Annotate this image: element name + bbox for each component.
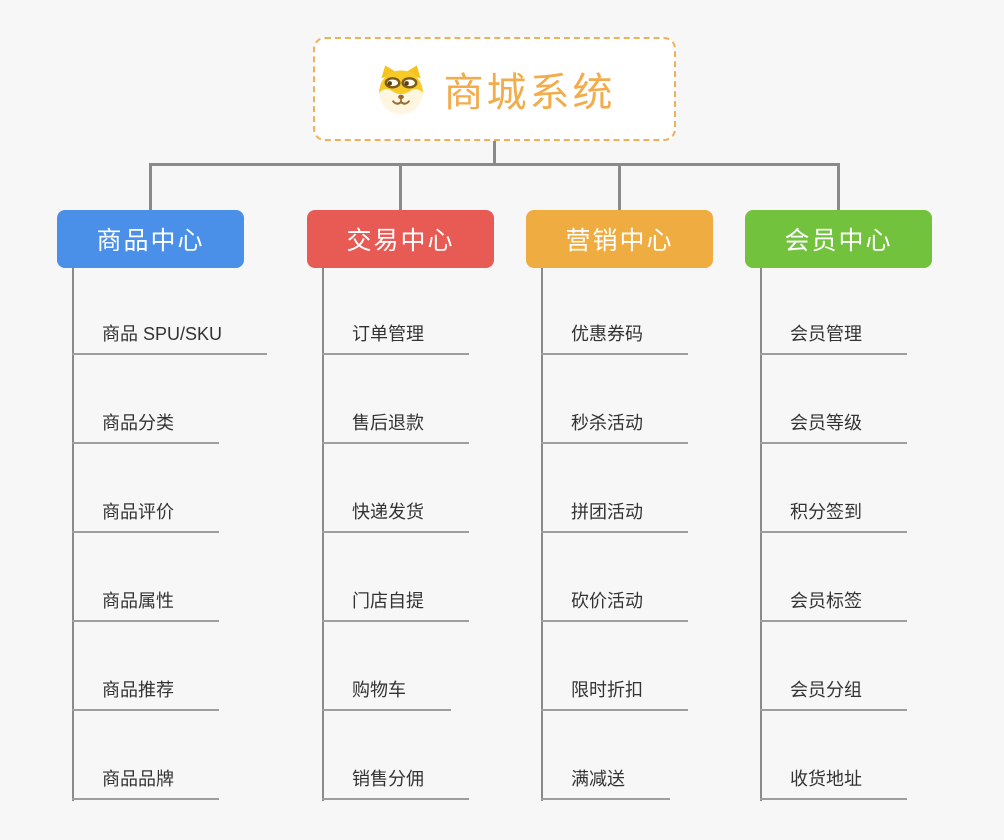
leaf-label: 拼团活动 (541, 498, 688, 533)
connector-trunk-member (760, 268, 762, 801)
leaf-node[interactable]: 拼团活动 (541, 444, 786, 533)
leaf-node[interactable]: 门店自提 (322, 533, 567, 622)
leaf-label: 快递发货 (322, 498, 469, 533)
leaf-label: 积分签到 (760, 498, 907, 533)
leaf-node[interactable]: 积分签到 (760, 444, 1004, 533)
leaf-label: 满减送 (541, 765, 670, 800)
branch-box-marketing-center[interactable]: 营销中心 (526, 210, 713, 268)
connector-trunk-marketing (541, 268, 543, 801)
branch-label: 交易中心 (346, 227, 455, 255)
leaf-node[interactable]: 快递发货 (322, 444, 567, 533)
leaf-node[interactable]: 商品属性 (72, 533, 317, 622)
leaf-label: 商品品牌 (72, 765, 219, 800)
branch-box-member-center[interactable]: 会员中心 (745, 210, 932, 268)
connector-drop-product (149, 163, 152, 210)
leaf-node[interactable]: 砍价活动 (541, 533, 786, 622)
connector-drop-member (837, 163, 840, 210)
leaf-label: 秒杀活动 (541, 409, 688, 444)
leaf-node[interactable]: 会员管理 (760, 266, 1004, 355)
leaf-node[interactable]: 商品品牌 (72, 711, 317, 800)
branch-box-trade-center[interactable]: 交易中心 (307, 210, 494, 268)
leaf-node[interactable]: 满减送 (541, 711, 786, 800)
leaf-label: 会员管理 (760, 320, 907, 355)
connector-bus (149, 163, 839, 166)
connector-drop-trade (399, 163, 402, 210)
leaf-node[interactable]: 优惠券码 (541, 266, 786, 355)
dog-face-icon (378, 65, 423, 115)
connector-drop-marketing (618, 163, 621, 210)
leaf-node[interactable]: 订单管理 (322, 266, 567, 355)
leaf-node[interactable]: 会员分组 (760, 622, 1004, 711)
leaf-column-marketing-center: 优惠券码 秒杀活动 拼团活动 砍价活动 限时折扣 满减送 (541, 266, 786, 800)
leaf-node[interactable]: 收货地址 (760, 711, 1004, 800)
connector-root-stub (493, 141, 496, 166)
connector-trunk-trade (322, 268, 324, 801)
leaf-node[interactable]: 商品分类 (72, 355, 317, 444)
leaf-label: 会员分组 (760, 676, 907, 711)
leaf-column-member-center: 会员管理 会员等级 积分签到 会员标签 会员分组 收货地址 (760, 266, 1004, 800)
leaf-label: 商品分类 (72, 409, 219, 444)
leaf-node[interactable]: 销售分佣 (322, 711, 567, 800)
branch-label: 商品中心 (96, 227, 205, 255)
leaf-label: 优惠券码 (541, 320, 688, 355)
leaf-label: 会员等级 (760, 409, 907, 444)
connector-trunk-product (72, 268, 74, 801)
leaf-label: 商品评价 (72, 498, 219, 533)
leaf-node[interactable]: 商品 SPU/SKU (72, 266, 317, 355)
leaf-label: 购物车 (322, 676, 451, 711)
leaf-label: 售后退款 (322, 409, 469, 444)
leaf-label: 销售分佣 (322, 765, 469, 800)
leaf-label: 限时折扣 (541, 676, 688, 711)
leaf-label: 会员标签 (760, 587, 907, 622)
leaf-label: 收货地址 (760, 765, 907, 800)
leaf-node[interactable]: 会员标签 (760, 533, 1004, 622)
leaf-node[interactable]: 商品推荐 (72, 622, 317, 711)
root-title: 商城系统 (443, 71, 616, 115)
root-node[interactable]: 商城系统 (313, 37, 676, 141)
leaf-node[interactable]: 会员等级 (760, 355, 1004, 444)
leaf-node[interactable]: 商品评价 (72, 444, 317, 533)
leaf-node[interactable]: 购物车 (322, 622, 567, 711)
leaf-node[interactable]: 售后退款 (322, 355, 567, 444)
branch-label: 营销中心 (565, 227, 674, 255)
leaf-label: 门店自提 (322, 587, 469, 622)
leaf-label: 砍价活动 (541, 587, 688, 622)
branch-label: 会员中心 (784, 227, 893, 255)
leaf-node[interactable]: 限时折扣 (541, 622, 786, 711)
leaf-label: 商品属性 (72, 587, 219, 622)
leaf-label: 订单管理 (322, 320, 469, 355)
branch-box-product-center[interactable]: 商品中心 (57, 210, 244, 268)
leaf-column-trade-center: 订单管理 售后退款 快递发货 门店自提 购物车 销售分佣 (322, 266, 567, 800)
leaf-label: 商品推荐 (72, 676, 219, 711)
leaf-label: 商品 SPU/SKU (72, 320, 268, 355)
leaf-column-product-center: 商品 SPU/SKU 商品分类 商品评价 商品属性 商品推荐 商品品牌 (72, 266, 317, 800)
leaf-node[interactable]: 秒杀活动 (541, 355, 786, 444)
